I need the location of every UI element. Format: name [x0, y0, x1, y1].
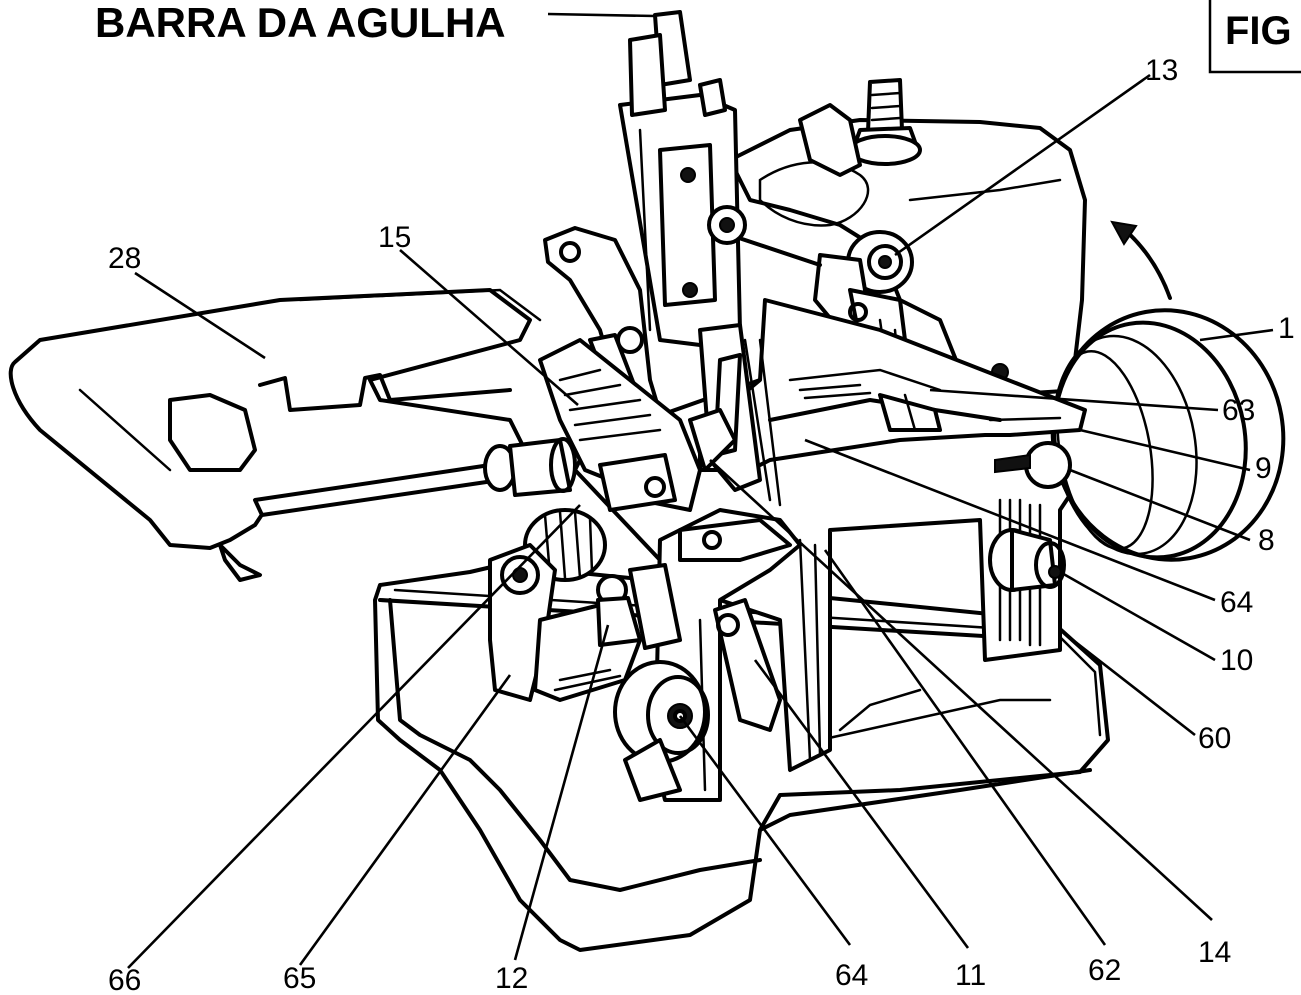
figure-tag-box: FIG: [1208, 0, 1301, 74]
front-pulley: [613, 660, 710, 764]
label-60: 60: [1198, 722, 1231, 755]
label-13: 13: [1145, 54, 1178, 87]
label-10: 10: [1220, 644, 1253, 677]
throat-plate: [698, 298, 1087, 472]
lower-looper-assembly: [488, 508, 682, 702]
needle-bar-housing: [618, 10, 742, 347]
leader-lines: [127, 73, 1274, 969]
label-63: 63: [1222, 394, 1255, 427]
leader-65: [298, 674, 512, 966]
part-labels: 13 15 28 1 63 9 8 64 10 60 14 62 11 64 1…: [108, 54, 1295, 995]
label-62: 62: [1088, 954, 1121, 987]
label-65: 65: [283, 962, 316, 995]
label-66: 66: [108, 964, 141, 995]
machine-drawing: [8, 10, 1286, 952]
leader-66: [127, 504, 581, 969]
leader-62: [823, 549, 1107, 946]
leader-10: [1059, 570, 1216, 662]
leader-12: [513, 624, 610, 961]
leader-9: [1079, 428, 1251, 472]
leader-28: [134, 271, 266, 360]
diagram-title: BARRA DA AGULHA: [95, 0, 506, 46]
title-leader: [547, 12, 656, 18]
leader-64b: [678, 715, 852, 946]
cloth-plate-knob: [483, 437, 577, 497]
label-8: 8: [1258, 524, 1275, 557]
needle-presser-area: [688, 323, 782, 507]
rotation-arrow: [1123, 228, 1172, 300]
label-11: 11: [955, 959, 986, 992]
label-9: 9: [1255, 452, 1272, 485]
cloth-plate: [8, 288, 542, 582]
right-knob: [988, 528, 1066, 592]
stitch-knob: [994, 441, 1072, 489]
label-12: 12: [495, 962, 528, 995]
label-64b: 64: [835, 959, 868, 992]
label-15: 15: [378, 221, 411, 254]
label-28: 28: [108, 242, 141, 275]
leader-15: [399, 249, 579, 406]
leader-13: [894, 73, 1151, 257]
leader-8: [1069, 468, 1251, 542]
figure-tag: FIG: [1225, 9, 1292, 53]
leader-63: [929, 388, 1219, 412]
label-1: 1: [1278, 312, 1295, 345]
leader-60: [1059, 628, 1196, 737]
label-64a: 64: [1220, 586, 1253, 619]
leader-64a: [804, 438, 1216, 602]
leader-1: [1199, 328, 1274, 342]
label-14: 14: [1198, 936, 1231, 969]
leader-11: [753, 659, 970, 949]
leader-14: [709, 459, 1213, 921]
